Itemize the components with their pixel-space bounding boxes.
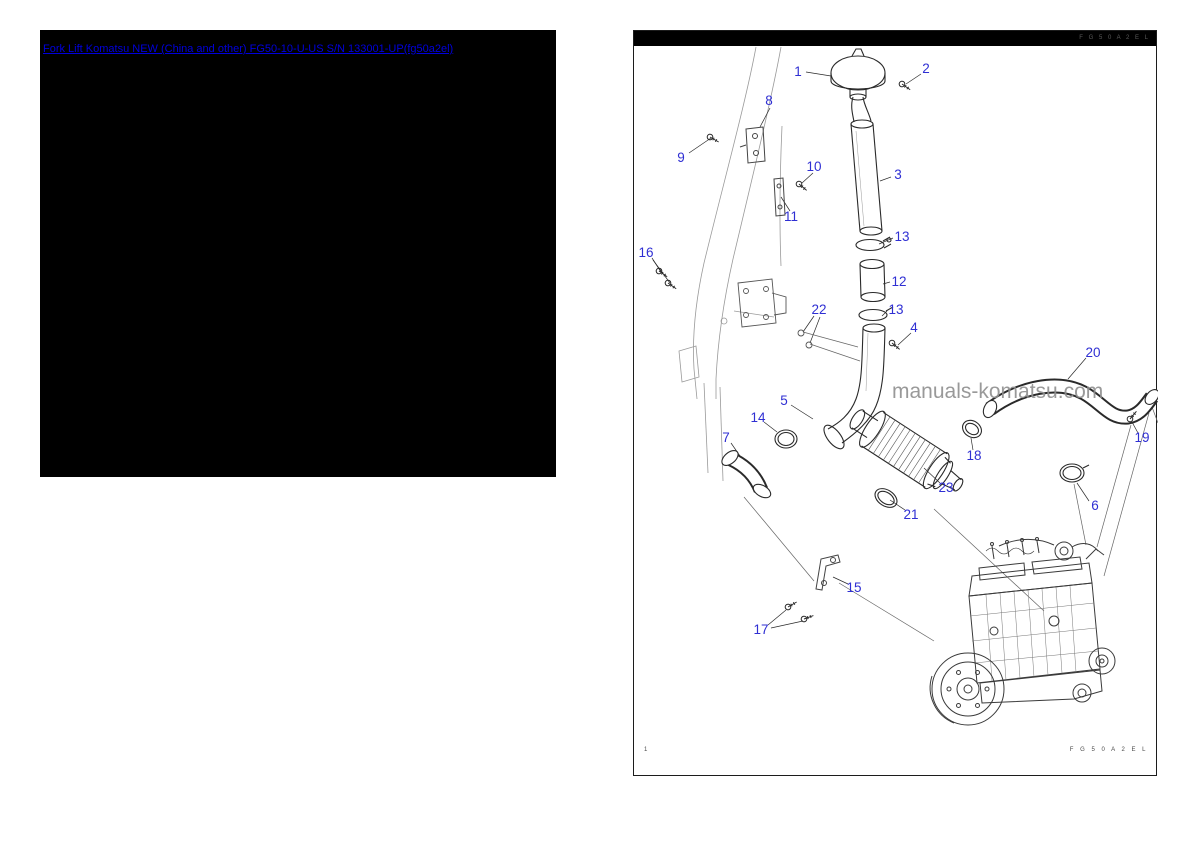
bolt-2 [898,80,911,91]
parts-diagram-panel: F G 5 0 A 2 E L [633,30,1158,776]
leader-lines [651,71,1139,629]
hose-clamp-upper [855,236,892,252]
support-bracket [815,554,841,591]
air-cleaner-body [849,409,964,492]
catalog-title-link[interactable]: Fork Lift Komatsu NEW (China and other) … [43,43,454,55]
elbow-tube [721,450,772,499]
bolt-10 [795,180,807,191]
pipe-mount-bracket [737,278,813,349]
bolt-9 [706,133,719,143]
connector-tube [859,258,886,303]
hose-ring-6 [1059,463,1090,483]
engine-assembly [929,537,1116,726]
air-cleaner-cap [830,48,886,101]
figure-code-header: F G 5 0 A 2 E L [1079,35,1150,41]
hose-ring-14 [774,429,798,449]
hose-clamp-lower [858,306,894,322]
bolt-17b [800,615,814,623]
bolt-4 [888,339,900,350]
catalog-preview-panel: Fork Lift Komatsu NEW (China and other) … [40,30,556,477]
bolt-19 [1126,411,1137,423]
bolt-16a [655,267,668,278]
figure-code-footer: F G 5 0 A 2 E L [1069,747,1148,753]
strap-plate [773,177,786,217]
diagram-header-strip: F G 5 0 A 2 E L [634,31,1156,46]
watermark-text: manuals-komatsu.com [892,380,1104,403]
top-bracket [739,126,766,164]
outlet-hose [982,378,1158,425]
chassis-outline [678,46,783,482]
hose-ring-21 [874,488,898,508]
lower-curved-pipe [823,323,886,450]
intake-pipe [850,96,883,236]
assembly-lines [743,331,1158,642]
bolt-16b [664,279,677,290]
bolt-17a [784,601,797,611]
hose-ring-18 [961,419,983,439]
page-number: 1 [644,747,648,753]
parts-diagram-svg [651,46,1158,726]
